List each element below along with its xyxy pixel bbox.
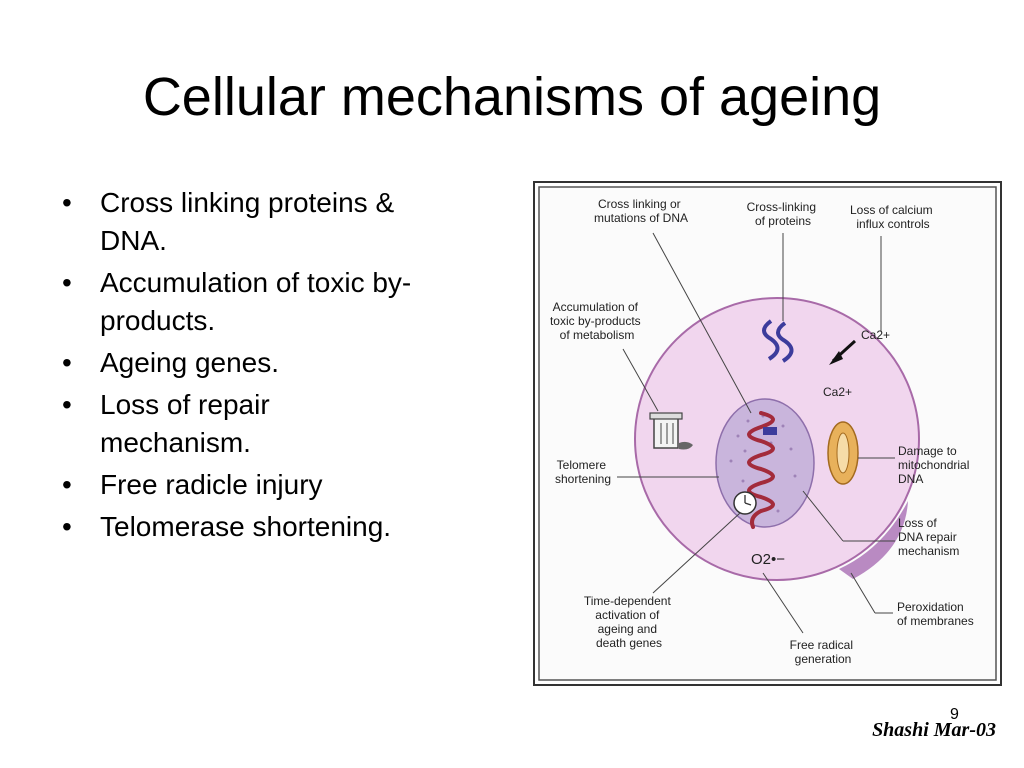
label-time-dependent: Time-dependent activation of ageing and … <box>584 594 674 650</box>
bullet-item: •Cross linking proteins &DNA. <box>62 187 395 256</box>
cell-membrane-peroxidized <box>839 501 908 579</box>
label-damage-mito: Damage to mitochondrial DNA <box>898 444 973 486</box>
bullet-list: •Cross linking proteins &DNA. •Accumulat… <box>62 184 492 550</box>
label-crosslinking-dna: Cross linking or mutations of DNA <box>594 197 688 225</box>
slide-title: Cellular mechanisms of ageing <box>142 67 882 127</box>
bullet-item: •Ageing genes. <box>62 347 280 378</box>
bullet-item: •Accumulation of toxic by-products. <box>62 267 412 336</box>
label-peroxidation: Peroxidation of membranes <box>897 600 974 628</box>
bullet-line: Telomerase shortening. <box>100 511 392 542</box>
bullet-line: Free radicle injury <box>100 469 323 500</box>
bullet-line: Loss of repair <box>100 389 270 420</box>
bullet-line: Accumulation of toxic by- <box>100 267 412 298</box>
bullet-item: •Telomerase shortening. <box>62 511 392 542</box>
bullet-line: mechanism. <box>100 427 251 458</box>
label-ca-outer: Ca2+ <box>861 328 890 342</box>
protein-crosslink-icon <box>762 319 780 361</box>
nucleus-texture <box>729 414 797 513</box>
leader-lines <box>617 232 895 634</box>
nucleus <box>715 398 815 528</box>
dna-coil <box>747 411 775 529</box>
label-loss-calcium: Loss of calcium influx controls <box>850 203 936 231</box>
slide-number: 9 <box>950 706 959 723</box>
dna-mutation-marker <box>763 427 777 435</box>
label-ca-inner: Ca2+ <box>823 385 852 399</box>
label-telomere: Telomere shortening <box>555 458 611 486</box>
bullet-line: Ageing genes. <box>100 347 280 378</box>
cell-ageing-diagram: Cross linking or mutations of DNA Cross-… <box>533 181 1002 686</box>
label-loss-dna-repair: Loss of DNA repair mechanism <box>898 516 960 558</box>
label-free-radical: Free radical generation <box>790 638 857 666</box>
label-crosslinking-proteins: Cross-linking of proteins <box>747 200 820 228</box>
bullet-line: products. <box>100 305 216 336</box>
bullet-line: DNA. <box>100 225 167 256</box>
label-accumulation: Accumulation of toxic by-products of met… <box>550 300 644 342</box>
trash-bin-icon <box>649 412 693 450</box>
diagram-labels: Cross linking or mutations of DNA Cross-… <box>550 197 974 666</box>
bullet-line: Cross linking proteins & <box>100 187 395 218</box>
author-footer: Shashi Mar-03 <box>872 719 996 741</box>
label-o2-radical: O2•− <box>751 551 785 568</box>
bullet-item: •Free radicle injury <box>62 469 323 500</box>
